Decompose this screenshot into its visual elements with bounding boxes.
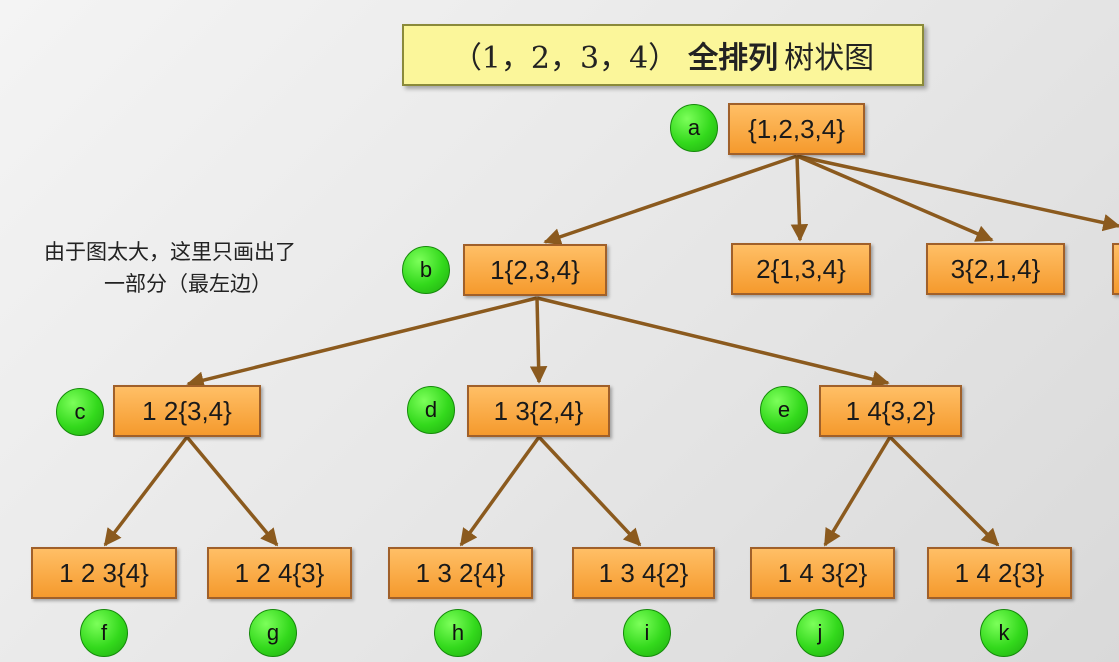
node-label-a: a [670, 104, 718, 152]
node-label-c: c [56, 388, 104, 436]
title-prefix: （1，2，3，4） [451, 41, 679, 76]
edge-c-g [185, 435, 279, 547]
node-f: 1 2 3{4} [31, 547, 177, 599]
node-label-b: b [402, 246, 450, 294]
edge-e-k [888, 435, 1000, 547]
edge-b-e [536, 296, 890, 388]
node-4-partial [1112, 243, 1119, 295]
note-line-1: 由于图太大，这里只画出了 [44, 240, 296, 264]
node-d: 1 3{2,4} [467, 385, 610, 437]
title-suffix: 树状图 [784, 41, 875, 76]
node-h: 1 3 2{4} [388, 547, 533, 599]
explanation-note: 由于图太大，这里只画出了 一部分（最左边） [44, 236, 404, 300]
node-b: 1{2,3,4} [463, 244, 607, 296]
edge-a-3 [796, 154, 994, 242]
edge-b-d [529, 297, 548, 384]
node-g: 1 2 4{3} [207, 547, 352, 599]
node-label-j: j [796, 609, 844, 657]
node-2: 2{1,3,4} [731, 243, 871, 295]
title-bold: 全排列 [688, 41, 779, 76]
edge-d-h [459, 435, 541, 547]
node-label-f: f [80, 609, 128, 657]
edge-a-2 [790, 155, 809, 242]
node-label-i: i [623, 609, 671, 657]
edge-c-f [103, 435, 189, 547]
node-label-k: k [980, 609, 1028, 657]
node-i: 1 3 4{2} [572, 547, 715, 599]
node-label-d: d [407, 386, 455, 434]
node-j: 1 4 3{2} [750, 547, 895, 599]
node-3: 3{2,1,4} [926, 243, 1065, 295]
edge-b-c [186, 296, 538, 389]
node-a: {1,2,3,4} [728, 103, 865, 155]
node-k: 1 4 2{3} [927, 547, 1072, 599]
node-e: 1 4{3,2} [819, 385, 962, 437]
edge-a-b [543, 154, 798, 246]
diagram-title: （1，2，3，4） 全排列 树状图 [402, 24, 924, 86]
node-label-e: e [760, 386, 808, 434]
node-c: 1 2{3,4} [113, 385, 261, 437]
edge-d-i [537, 435, 642, 547]
edge-e-j [823, 436, 892, 547]
note-line-2: 一部分（最左边） [104, 272, 272, 296]
edge-a-4 [796, 154, 1119, 232]
node-label-g: g [249, 609, 297, 657]
node-label-h: h [434, 609, 482, 657]
